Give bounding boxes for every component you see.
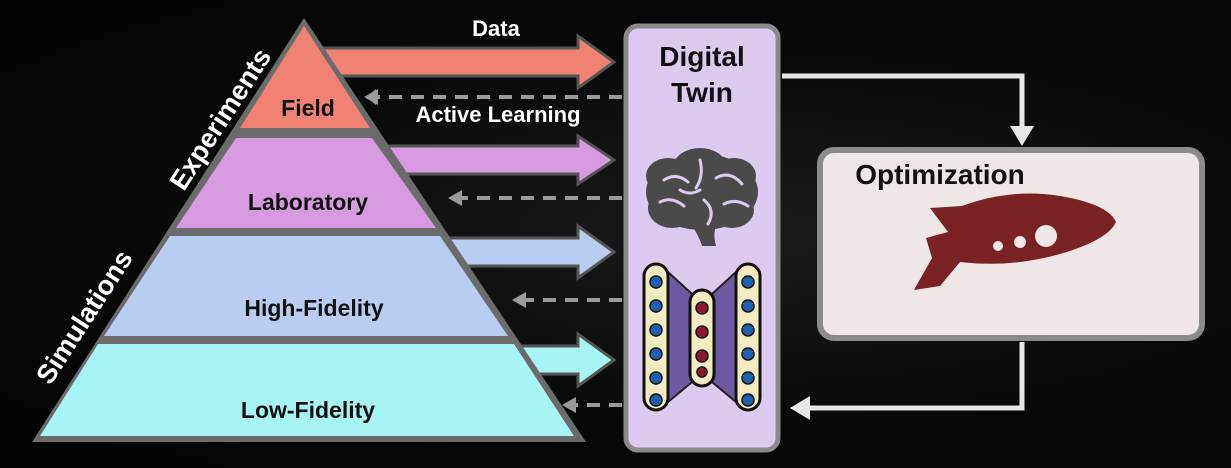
active-learning-head-high-fidelity: [512, 292, 526, 308]
tier-label-low-fidelity: Low-Fidelity: [241, 397, 375, 423]
neural-network-icon: [642, 262, 762, 412]
data-arrow-field: [316, 33, 617, 91]
tier-label-field: Field: [281, 95, 335, 121]
active-learning-head-low-fidelity: [562, 397, 576, 413]
tier-high-fidelity: [104, 236, 508, 336]
active-learning-head-laboratory: [448, 190, 462, 206]
brain-icon: [646, 148, 758, 246]
rocket-icon: [914, 193, 1116, 290]
tier-field: [240, 26, 370, 128]
digital-twin-title-line1: Digital: [659, 41, 745, 72]
tier-low-fidelity: [40, 344, 574, 436]
tier-label-high-fidelity: High-Fidelity: [244, 295, 383, 321]
data-arrow-high-fidelity: [430, 223, 617, 281]
tier-laboratory: [176, 138, 436, 228]
connector-to-digital-twin: [808, 342, 1025, 411]
optimization-title: Optimization: [855, 159, 1025, 190]
digital-twin-title-line2: Twin: [671, 77, 733, 108]
connector-to-optimization-head: [1010, 126, 1034, 146]
connector-to-optimization: [782, 73, 1025, 130]
data-label: Data: [472, 16, 520, 41]
data-arrow-laboratory: [372, 133, 617, 187]
tier-label-laboratory: Laboratory: [248, 189, 368, 215]
active-learning-head-field: [364, 89, 378, 105]
connector-to-digital-twin-head: [790, 396, 810, 420]
active-learning-label: Active Learning: [415, 102, 580, 127]
